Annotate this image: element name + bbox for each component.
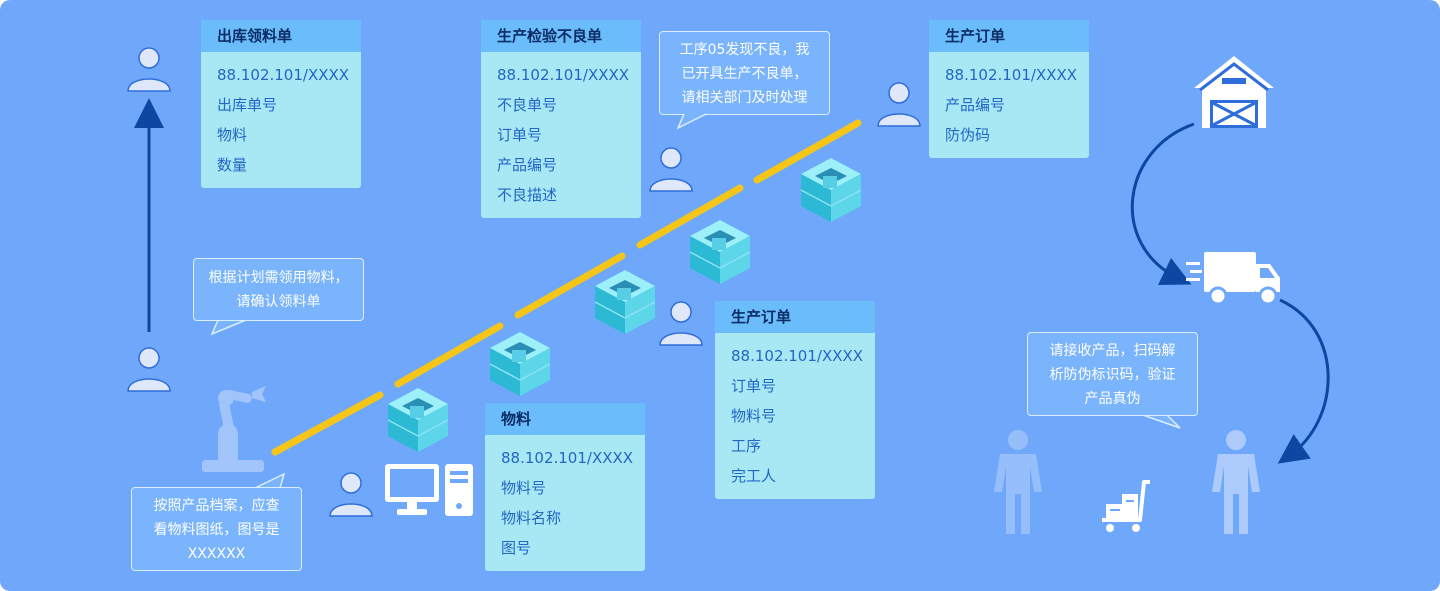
card-title: 生产订单 [715,301,875,333]
product-box-icon [689,220,751,284]
card-row: 完工人 [731,467,777,485]
bubble-confirm-picking: 根据计划需领用物料， 请确认领料单 [193,258,364,321]
truck-to-customer-arrow [1277,298,1330,464]
card-row: 88.102.101/XXXX [217,66,350,84]
product-box-icon [594,270,656,334]
bubble-line: 看物料图纸，图号是 [153,522,280,538]
card-row: 订单号 [731,377,777,395]
card-row: 物料 [217,126,248,144]
card-production-order-mid: 生产订单 88.102.101/XXXX 订单号 物料号 工序 完工人 [715,301,875,499]
user-icon [649,147,693,192]
card-title: 生产订单 [929,20,1089,52]
computer-icon [385,464,473,516]
bubble-line: 已开具生产不良单， [681,66,808,82]
card-row: 产品编号 [945,96,1006,114]
person-icon [994,430,1042,534]
robot-arm-icon [202,386,266,472]
card-title: 物料 [485,403,645,435]
card-row: 物料名称 [501,509,562,527]
product-box-icon [800,158,862,222]
bubble-line: 请确认领料单 [236,294,321,310]
card-row: 工序 [731,437,762,455]
person-icon [1212,430,1260,534]
warehouse-icon [1194,56,1274,128]
bubble-line: 按照产品档案，应查 [153,498,280,514]
card-row: 数量 [217,156,248,174]
conveyor-line [271,119,862,456]
bubble-line: XXXXXX [187,546,246,562]
card-production-order-top: 生产订单 88.102.101/XXXX 产品编号 防伪码 [929,20,1089,158]
card-row: 物料号 [501,479,547,497]
delivery-truck-icon [1186,252,1280,306]
card-title: 生产检验不良单 [481,20,641,52]
card-row: 物料号 [731,407,777,425]
card-defect-report: 生产检验不良单 88.102.101/XXXX 不良单号 订单号 产品编号 不良… [481,20,641,218]
user-icon [877,82,921,127]
bubble-defect-notice: 工序05发现不良，我 已开具生产不良单， 请相关部门及时处理 [659,31,830,115]
card-title: 出库领料单 [201,20,361,52]
product-box-icon [387,388,449,452]
bubble-line: 请接收产品，扫码解 [1049,343,1176,359]
product-box-icon [489,332,551,396]
bubble-receive-product: 请接收产品，扫码解 析防伪标识码，验证 产品真伪 [1027,332,1198,416]
user-icon [127,47,171,92]
user-icon [127,347,171,392]
card-row: 不良描述 [497,186,558,204]
card-row: 88.102.101/XXXX [501,449,634,467]
bubble-line: 产品真伪 [1084,391,1141,407]
user-icon [659,301,703,346]
card-row: 图号 [501,539,532,557]
card-outbound-picking-list: 出库领料单 88.102.101/XXXX 出库单号 物料 数量 [201,20,361,188]
card-row: 产品编号 [497,156,558,174]
card-row: 88.102.101/XXXX [731,347,864,365]
card-row: 订单号 [497,126,543,144]
card-row: 不良单号 [497,96,558,114]
warehouse-to-truck-arrow [1130,122,1195,285]
card-row: 88.102.101/XXXX [945,66,1078,84]
bubble-check-drawing: 按照产品档案，应查 看物料图纸，图号是 XXXXXX [131,487,302,571]
bubble-line: 工序05发现不良，我 [679,42,810,58]
card-row: 88.102.101/XXXX [497,66,630,84]
bubble-line: 析防伪标识码，验证 [1049,367,1176,383]
user-icon [329,472,373,517]
hand-trolley-icon [1102,480,1150,534]
bubble-line: 请相关部门及时处理 [681,90,808,106]
card-row: 出库单号 [217,96,278,114]
card-row: 防伪码 [945,126,991,144]
card-material: 物料 88.102.101/XXXX 物料号 物料名称 图号 [485,403,645,571]
bubble-line: 根据计划需领用物料， [208,270,349,286]
